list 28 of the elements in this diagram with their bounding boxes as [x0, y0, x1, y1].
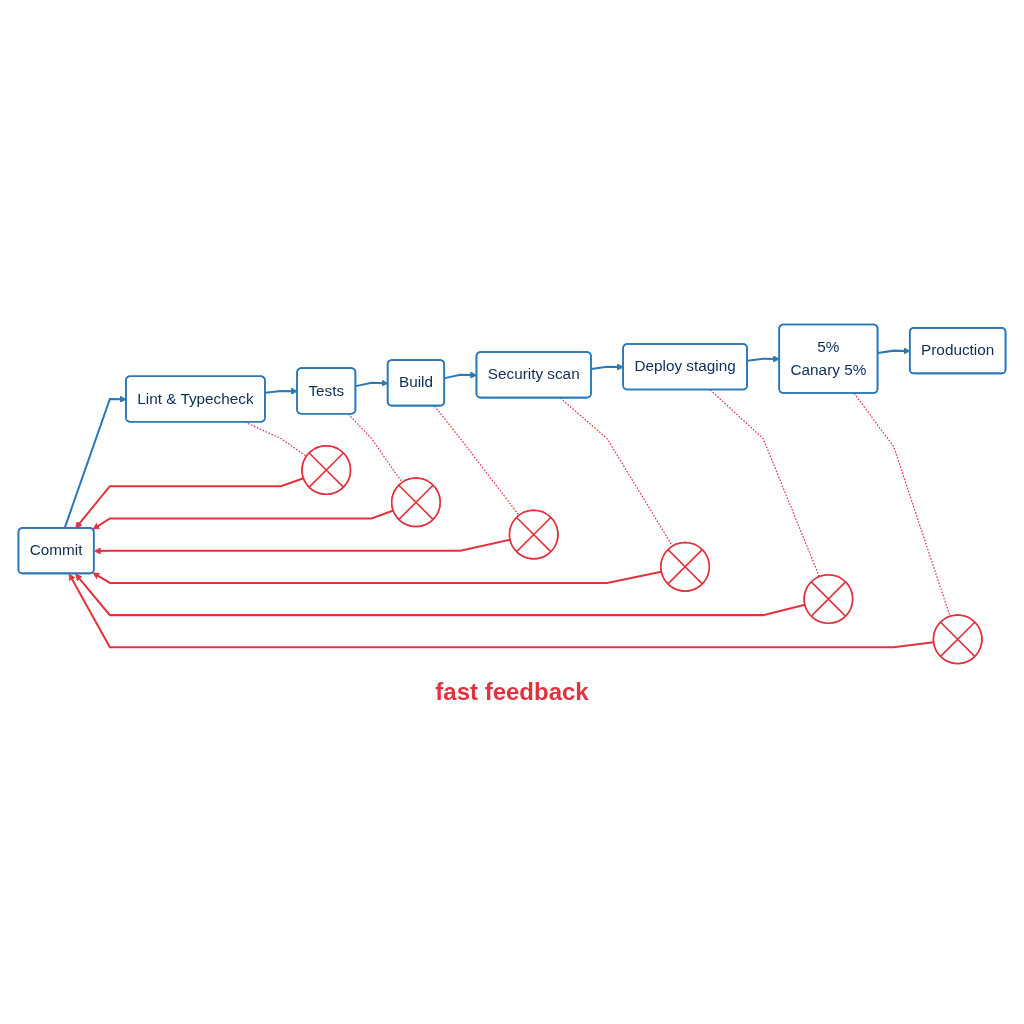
arrow [75, 477, 304, 529]
fail-circle-icon [301, 445, 352, 496]
arrow [591, 363, 624, 371]
arrow [75, 573, 806, 617]
fail-circle-icon [803, 574, 854, 625]
stage-box: Security scan [475, 351, 592, 399]
feedback-label: fast feedback [435, 677, 589, 706]
fail-circle-icon [932, 614, 983, 665]
fail-circle-icon [660, 541, 711, 592]
fail-circle-icon [390, 477, 441, 528]
stage-box: Tests [296, 367, 357, 415]
dashed-line [853, 392, 951, 617]
arrow [93, 538, 511, 555]
stage-box: Production [908, 327, 1007, 375]
stage-box: Lint & Typecheck [125, 375, 266, 423]
arrow [265, 387, 298, 395]
arrow [92, 509, 394, 530]
stage-box: Deploy staging [622, 343, 748, 391]
stage-box: Commit [17, 527, 95, 575]
dashed-line [559, 397, 674, 547]
arrow [92, 570, 662, 584]
arrow [747, 355, 780, 363]
dashed-line [433, 405, 520, 516]
stage-box: 5% Canary 5% [778, 323, 879, 394]
fail-circle-icon [508, 509, 559, 560]
dashed-line [347, 413, 403, 484]
stage-box: Build [386, 359, 446, 407]
arrow [68, 573, 934, 649]
